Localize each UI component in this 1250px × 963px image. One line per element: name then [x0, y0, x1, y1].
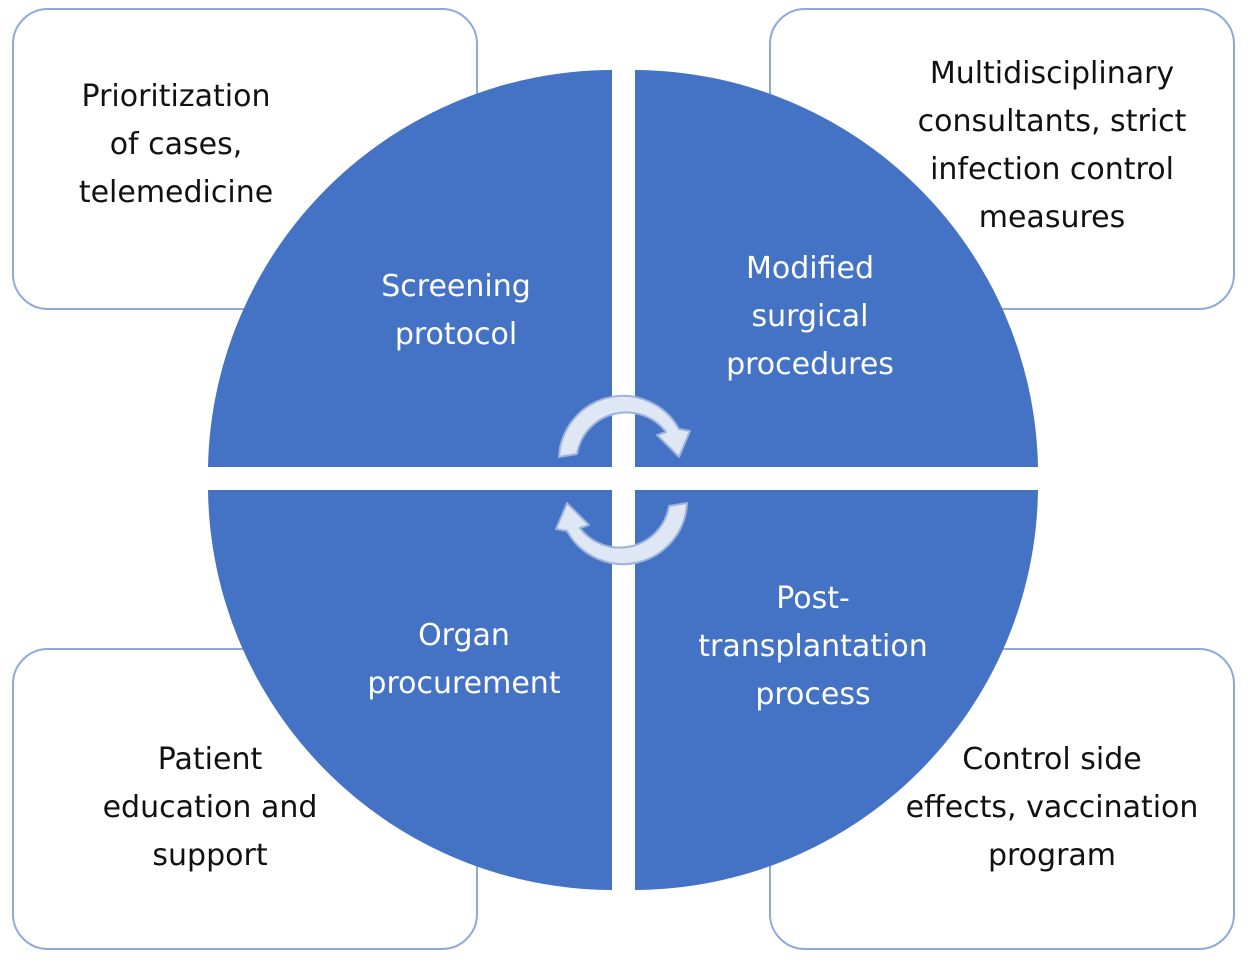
label-modified-surgical-procedures: Modified surgical procedures — [726, 251, 894, 382]
quadrant-top-left — [208, 70, 612, 467]
bottom-cycle-arrow-icon — [555, 502, 688, 566]
quadrant-bottom-right — [635, 490, 1038, 890]
quadrant-bottom-left — [208, 490, 612, 890]
label-screening-protocol: Screening protocol — [381, 269, 531, 352]
text-control-side-effects: Control side effects, vaccination progra… — [905, 742, 1199, 873]
text-prioritization: Prioritization of cases, telemedicine — [78, 79, 274, 210]
label-organ-procurement: Organ procurement — [367, 618, 561, 701]
quadrant-top-right — [635, 70, 1038, 467]
top-cycle-arrow-icon — [558, 394, 691, 458]
text-patient-education: Patient education and support — [102, 742, 318, 873]
label-post-transplantation-process: Post- transplantation process — [698, 581, 928, 712]
text-multidisciplinary: Multidisciplinary consultants, strict in… — [917, 56, 1187, 235]
